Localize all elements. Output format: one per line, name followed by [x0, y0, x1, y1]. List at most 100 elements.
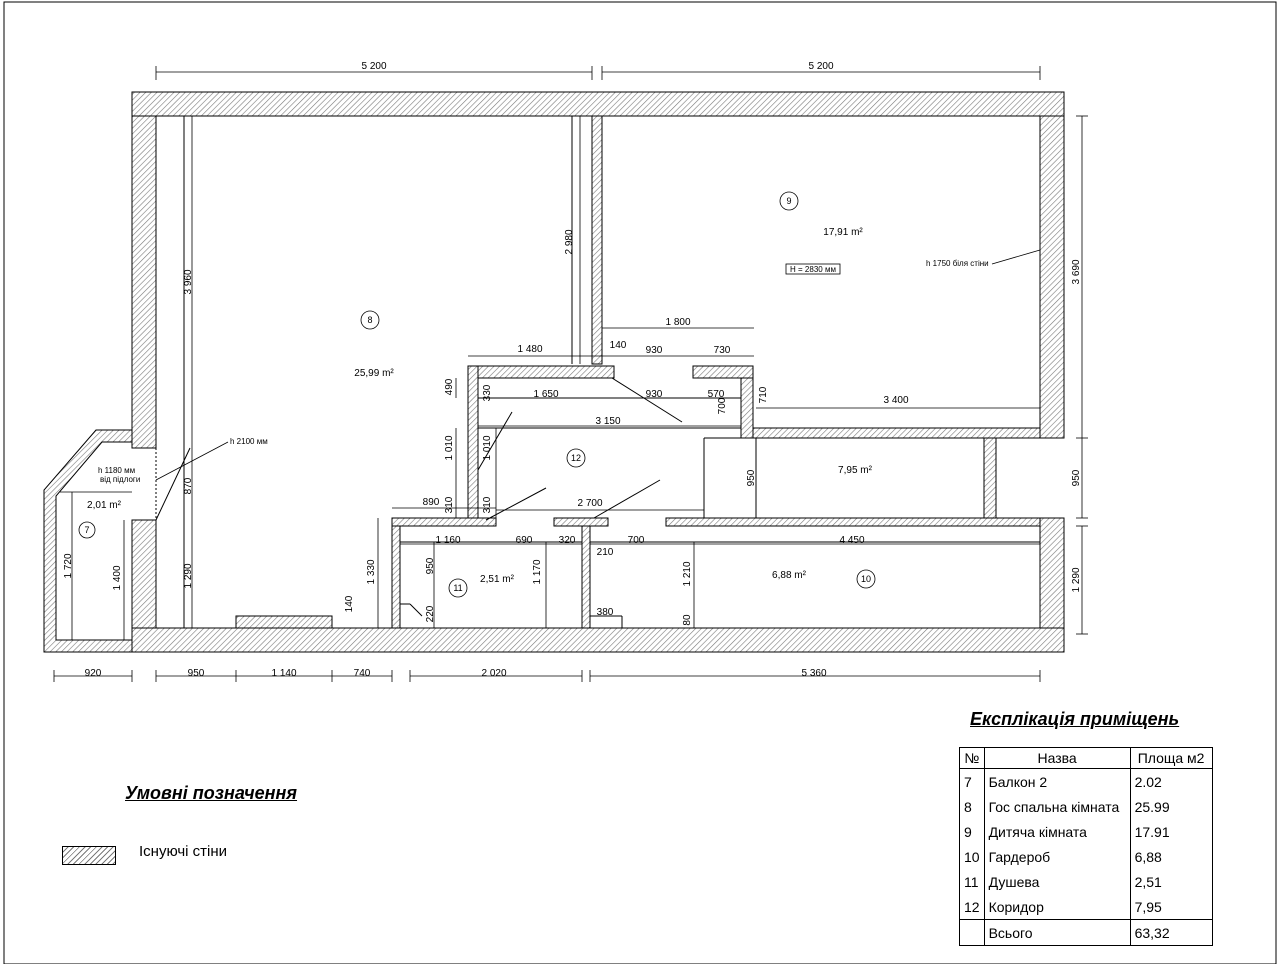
interior-lines	[155, 116, 1040, 628]
room-11-number: 11	[453, 583, 462, 593]
dim-950c: 950	[425, 557, 436, 574]
room-9-number: 9	[786, 196, 791, 206]
dim-bottom-740: 740	[354, 668, 371, 679]
row-no: 11	[959, 869, 985, 894]
row-name: Дитяча кімната	[983, 819, 1131, 844]
room-7-number: 7	[84, 525, 89, 535]
note-h1750: h 1750 біля стіни	[926, 259, 989, 268]
dimension-labels: 5 200 5 200 3 690 950 1 290 3 960 870 1 …	[63, 61, 1082, 679]
note-balcony-h1: h 1180 мм	[98, 466, 135, 475]
dim-4450: 4 450	[839, 535, 864, 546]
table-row: 12 Коридор 7,95	[959, 894, 1213, 920]
dim-570: 570	[708, 389, 725, 400]
row-area: 2,51	[1129, 869, 1213, 894]
dim-right-950: 950	[1071, 469, 1082, 486]
dim-1650: 1 650	[533, 389, 558, 400]
dim-3400: 3 400	[883, 395, 908, 406]
wall-top	[131, 91, 1065, 117]
wall-right-lower	[1039, 517, 1065, 629]
dim-bottom-950: 950	[188, 668, 205, 679]
dim-top-right: 5 200	[808, 61, 833, 72]
row-area: 17.91	[1129, 819, 1213, 844]
row-name: Гос спальна кімната	[983, 794, 1131, 819]
dim-950b: 950	[746, 469, 757, 486]
table-row: 11 Душева 2,51	[959, 869, 1213, 894]
dim-1800: 1 800	[665, 317, 690, 328]
dim-330: 330	[482, 384, 493, 401]
wall-service-top-3	[665, 517, 1041, 527]
table-row: 7 Балкон 2 2.02	[959, 768, 1213, 794]
row-name: Душева	[983, 869, 1131, 894]
explication-title: Експлікація приміщень	[970, 709, 1180, 729]
room-8-number: 8	[367, 315, 372, 325]
wall-shower-left	[391, 525, 401, 629]
dim-left-870: 870	[183, 477, 194, 494]
wall-shower-right	[581, 525, 591, 629]
dim-930b: 930	[646, 389, 663, 400]
room-11-area: 2,51 m²	[480, 574, 515, 585]
dim-bottom-1140: 1 140	[271, 668, 296, 679]
dim-2700: 2 700	[577, 498, 602, 509]
row-name: Балкон 2	[983, 768, 1131, 794]
wall-left-upper	[131, 115, 157, 449]
row-name: Коридор	[983, 894, 1131, 920]
explication-table: № Назва Площа м2 7 Балкон 2 2.02 8 Гос с…	[959, 747, 1213, 946]
hatch-swatch-icon	[62, 846, 116, 865]
total-area: 63,32	[1129, 919, 1213, 946]
room-8-area: 25,99 m²	[354, 368, 394, 379]
wall-corridor-top-right	[692, 365, 754, 379]
dim-bottom-5360: 5 360	[801, 668, 826, 679]
dim-690: 690	[516, 535, 533, 546]
height-notes: h 1180 мм від підлоги h 2100 мм h 1750 б…	[98, 259, 989, 484]
dim-490: 490	[444, 378, 455, 395]
dim-140a: 140	[610, 340, 627, 351]
dim-140b: 140	[344, 595, 355, 612]
dim-1210: 1 210	[682, 561, 693, 586]
dimension-lines	[53, 66, 1088, 682]
dim-1160: 1 160	[435, 535, 460, 546]
page-frame	[3, 1, 1277, 964]
dim-right-1290: 1 290	[1071, 567, 1082, 592]
legend-title: Умовні позначення	[125, 783, 298, 803]
row-no: 8	[959, 794, 985, 819]
row-area: 2.02	[1129, 768, 1213, 794]
dim-1010a: 1 010	[444, 435, 455, 460]
wall-niche	[235, 615, 333, 629]
wall-service-top-2	[553, 517, 609, 527]
dim-room9-height: 3 690	[1071, 259, 1082, 284]
row-no: 12	[959, 894, 985, 920]
row-no: 7	[959, 768, 985, 794]
dim-700a: 700	[717, 397, 728, 414]
row-area: 6,88	[1129, 844, 1213, 869]
dim-2980: 2 980	[564, 229, 575, 254]
dim-210: 210	[597, 547, 614, 558]
wall-bottom	[131, 627, 1065, 653]
header-area: Площа м2	[1129, 747, 1213, 769]
table-row: 8 Гос спальна кімната 25.99	[959, 794, 1213, 819]
wall-right-upper	[1039, 115, 1065, 439]
dim-left-1290: 1 290	[183, 563, 194, 588]
dim-1480: 1 480	[517, 344, 542, 355]
room-7-area: 2,01 m²	[87, 500, 122, 511]
header-name: Назва	[983, 747, 1131, 769]
room-markers: 7 2,01 m² 8 25,99 m² 9 17,91 m² 10 6,88 …	[78, 191, 876, 598]
dim-top-left: 5 200	[361, 61, 386, 72]
dim-310a: 310	[444, 496, 455, 513]
dim-bottom-920: 920	[85, 668, 102, 679]
dim-80: 80	[682, 614, 693, 626]
dim-balcony-1400: 1 400	[112, 565, 123, 590]
dim-310b: 310	[482, 496, 493, 513]
dim-220: 220	[425, 605, 436, 622]
existing-walls	[43, 91, 1065, 653]
wall-corridor-left	[467, 365, 479, 519]
dim-left-3960: 3 960	[183, 269, 194, 294]
row-area: 25.99	[1129, 794, 1213, 819]
note-balcony-h2: від підлоги	[100, 475, 140, 484]
room-12-number: 12	[571, 453, 581, 463]
room-10-number: 10	[861, 574, 871, 584]
row-name: Гардероб	[983, 844, 1131, 869]
table-row-total: Всього 63,32	[959, 919, 1213, 946]
row-no: 10	[959, 844, 985, 869]
dim-320: 320	[559, 535, 576, 546]
header-no: №	[959, 747, 985, 769]
